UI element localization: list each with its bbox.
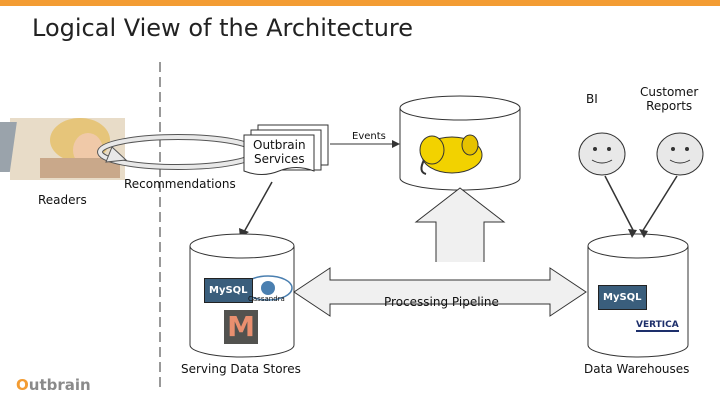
bi-label: BI (586, 92, 598, 106)
m-logo: M (224, 310, 258, 344)
pipeline-up-arrow (414, 187, 506, 262)
outbrain-services-label: Outbrain Services (253, 138, 306, 166)
data-warehouses-label: Data Warehouses (584, 362, 690, 376)
services-to-stores-arrow (243, 181, 273, 233)
reader-photo (0, 118, 125, 180)
accent-bar (0, 0, 720, 6)
mysql-logo-serving: MySQL (204, 278, 253, 303)
serving-data-stores-label: Serving Data Stores (181, 362, 301, 376)
recommendations-label: Recommendations (124, 177, 236, 191)
customer-to-warehouse-arrow (641, 175, 678, 233)
hadoop-elephant-icon (419, 134, 483, 175)
processing-pipeline-arrow (293, 267, 587, 317)
bi-to-warehouse-arrow (604, 175, 635, 233)
slide-title: Logical View of the Architecture (32, 14, 414, 42)
processing-pipeline-label: Processing Pipeline (384, 295, 499, 309)
smiley-user-icon-bi (578, 132, 626, 176)
vertica-logo: VERTICA (636, 320, 679, 332)
cassandra-label: Cassandra (248, 295, 285, 303)
customer-reports-label: Customer Reports (640, 85, 699, 113)
readers-label: Readers (38, 193, 87, 207)
outbrain-services-stack (243, 124, 329, 175)
events-label: Events (352, 131, 386, 142)
mysql-logo-warehouse: MySQL (598, 285, 647, 310)
smiley-user-icon-customer (656, 132, 704, 176)
outbrain-logo: Outbrain (16, 376, 91, 394)
